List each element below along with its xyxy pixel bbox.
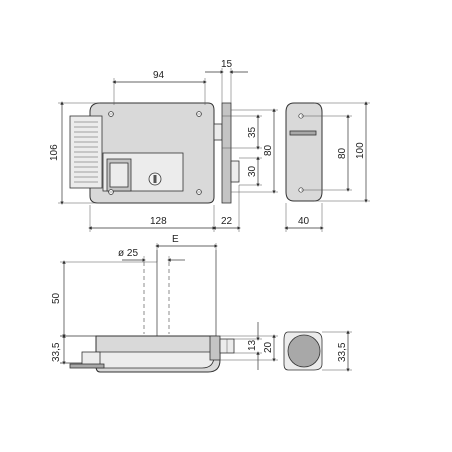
dim-d25: ø 25 xyxy=(118,248,138,259)
dim-100: 100 xyxy=(355,142,366,159)
dim-15: 15 xyxy=(221,59,233,70)
plan-dimensions: E ø 25 50 33,5 13 20 xyxy=(51,234,278,370)
dim-106: 106 xyxy=(49,144,60,161)
dim-22: 22 xyxy=(221,216,233,227)
front-dimensions: 94 15 106 35 80 30 128 22 xyxy=(49,59,278,232)
dim-80-front: 80 xyxy=(263,144,274,156)
dim-33-5-end: 33,5 xyxy=(337,342,348,362)
dim-128: 128 xyxy=(150,216,167,227)
plan-front-plate xyxy=(95,351,215,369)
end-view xyxy=(283,331,323,371)
dim-35: 35 xyxy=(247,126,258,138)
faceplate xyxy=(221,102,232,204)
latch-bolt xyxy=(213,123,223,141)
dim-40: 40 xyxy=(298,216,310,227)
dim-50: 50 xyxy=(51,292,62,304)
side-dimensions: 80 100 40 xyxy=(284,101,370,232)
screws xyxy=(108,111,202,195)
end-dimensions: 33,5 xyxy=(322,330,352,372)
dim-13: 13 xyxy=(247,339,258,351)
dim-20: 20 xyxy=(263,341,274,353)
grille-slots xyxy=(74,121,98,183)
dim-33-5-plan: 33,5 xyxy=(51,342,62,362)
side-body xyxy=(285,102,323,202)
dim-80-side: 80 xyxy=(337,147,348,159)
plan-view xyxy=(60,250,235,373)
deadbolt xyxy=(230,160,240,183)
side-slot xyxy=(289,130,317,136)
front-view xyxy=(69,102,240,204)
side-view xyxy=(285,102,323,202)
dim-94: 94 xyxy=(153,70,165,81)
knob xyxy=(287,334,321,368)
dim-30: 30 xyxy=(247,165,258,177)
dim-E: E xyxy=(172,234,179,245)
